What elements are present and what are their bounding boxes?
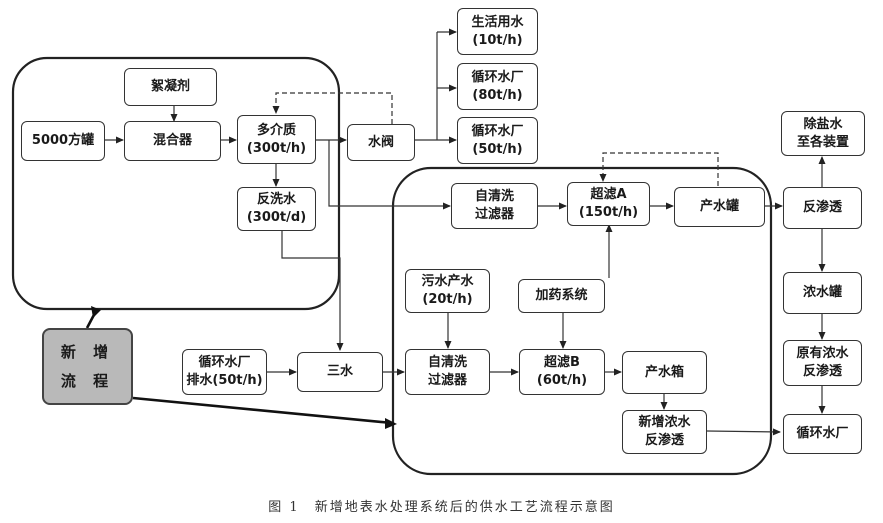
product-tank-label: 产水罐 — [699, 199, 739, 215]
selfclean-bottom-line1: 自清洗 — [427, 355, 467, 371]
orig-conc-ro-line2: 反渗透 — [802, 364, 842, 379]
ro-label: 反渗透 — [802, 200, 842, 216]
circ-plant-50-box: 循环水厂 (50t/h) — [457, 117, 538, 164]
new-conc-ro-line1: 新增浓水 — [638, 415, 691, 431]
circ-plant-80-label: 循环水厂 — [471, 69, 524, 85]
water-valve-label: 水阀 — [367, 134, 394, 150]
tank-5000-box: 5000方罐 — [21, 121, 105, 161]
three-water-box: 三水 — [297, 352, 383, 392]
dosing-system-box: 加药系统 — [518, 279, 605, 313]
flocculant-box: 絮凝剂 — [124, 68, 217, 106]
thick-arrowhead-existing — [91, 306, 101, 318]
circ-plant-50-rate: (50t/h) — [472, 141, 523, 157]
sewage-label: 污水产水 — [421, 274, 474, 290]
selfclean-top-line1: 自清洗 — [474, 189, 514, 205]
figure-caption: 图 1 新增地表水处理系统后的供水工艺流程示意图 — [268, 500, 615, 515]
circ-drain-box: 循环水厂排水(50t/h) — [182, 349, 267, 395]
backwash-label: 反洗水 — [256, 192, 296, 208]
selfclean-bottom-line2: 过滤器 — [427, 373, 467, 388]
new-process-line2: 流 程 — [60, 371, 115, 390]
new-process-label-box: 新 增流 程 — [42, 328, 133, 405]
circ-plant-out-label: 循环水厂 — [796, 426, 849, 442]
dosing-label: 加药系统 — [535, 288, 588, 304]
uf-a-box: 超滤A (150t/h) — [567, 182, 650, 226]
sewage-product-box: 污水产水 (20t/h) — [405, 269, 490, 313]
selfclean-filter-top-box: 自清洗过滤器 — [451, 183, 538, 229]
product-box-box: 产水箱 — [622, 351, 707, 394]
new-conc-ro-box: 新增浓水反渗透 — [622, 410, 707, 454]
selfclean-filter-bottom-box: 自清洗过滤器 — [405, 349, 490, 395]
sewage-rate: (20t/h) — [422, 292, 473, 307]
circ-plant-80-rate: (80t/h) — [472, 87, 523, 103]
circ-plant-out-box: 循环水厂 — [783, 414, 862, 454]
desalted-line2: 至各装置 — [796, 134, 849, 150]
backwash-rate: (300t/d) — [246, 210, 307, 225]
multimedia-label: 多介质 — [256, 122, 296, 138]
mixer-label: 混合器 — [152, 133, 192, 149]
thick-arrow-to-new — [132, 396, 393, 425]
uf-b-rate: (60t/h) — [536, 373, 588, 388]
new-process-line1: 新 增 — [60, 343, 115, 362]
circ-drain-line2: 排水(50t/h) — [186, 373, 263, 388]
circ-drain-line1: 循环水厂 — [198, 355, 251, 371]
water-valve-box: 水阀 — [347, 124, 415, 161]
arrow-backwash-to-threewater — [281, 230, 344, 351]
dashed-producttank-feedback — [599, 152, 719, 186]
three-water-label: 三水 — [326, 364, 353, 380]
mixer-box: 混合器 — [124, 121, 221, 161]
domestic-water-rate: (10t/h) — [472, 32, 523, 48]
orig-conc-ro-box: 原有浓水反渗透 — [783, 340, 862, 386]
product-box-label: 产水箱 — [644, 364, 684, 380]
dashed-valve-feedback — [272, 92, 393, 124]
conc-tank-label: 浓水罐 — [802, 285, 842, 301]
multimedia-rate: (300t/h) — [246, 140, 307, 156]
domestic-water-box: 生活用水 (10t/h) — [457, 8, 538, 55]
uf-b-box: 超滤B (60t/h) — [519, 349, 605, 395]
product-tank-box: 产水罐 — [674, 187, 765, 227]
uf-b-label: 超滤B — [544, 355, 580, 371]
existing-process-outline — [11, 56, 341, 311]
arrow-newro-to-circ — [706, 428, 781, 436]
circ-plant-80-box: 循环水厂 (80t/h) — [457, 63, 538, 110]
arrow-multimedia-to-selfclean — [328, 140, 451, 210]
new-conc-ro-line2: 反渗透 — [644, 433, 684, 448]
uf-a-rate: (150t/h) — [578, 205, 639, 220]
orig-conc-ro-line1: 原有浓水 — [796, 346, 849, 362]
new-process-outline — [391, 166, 773, 476]
circ-plant-50-label: 循环水厂 — [471, 123, 524, 139]
multimedia-box: 多介质 (300t/h) — [237, 115, 316, 164]
ro-box: 反渗透 — [783, 187, 862, 229]
domestic-water-label: 生活用水 — [471, 14, 524, 30]
desalted-line1: 除盐水 — [803, 116, 843, 132]
backwash-box: 反洗水 (300t/d) — [237, 187, 316, 231]
flocculant-label: 絮凝剂 — [150, 79, 190, 95]
tank-5000-label: 5000方罐 — [31, 133, 95, 149]
desalted-water-box: 除盐水至各装置 — [781, 111, 865, 156]
conc-tank-box: 浓水罐 — [783, 272, 862, 314]
uf-a-label: 超滤A — [590, 187, 627, 203]
thick-arrowhead-new — [385, 418, 397, 429]
selfclean-top-line2: 过滤器 — [474, 207, 514, 222]
